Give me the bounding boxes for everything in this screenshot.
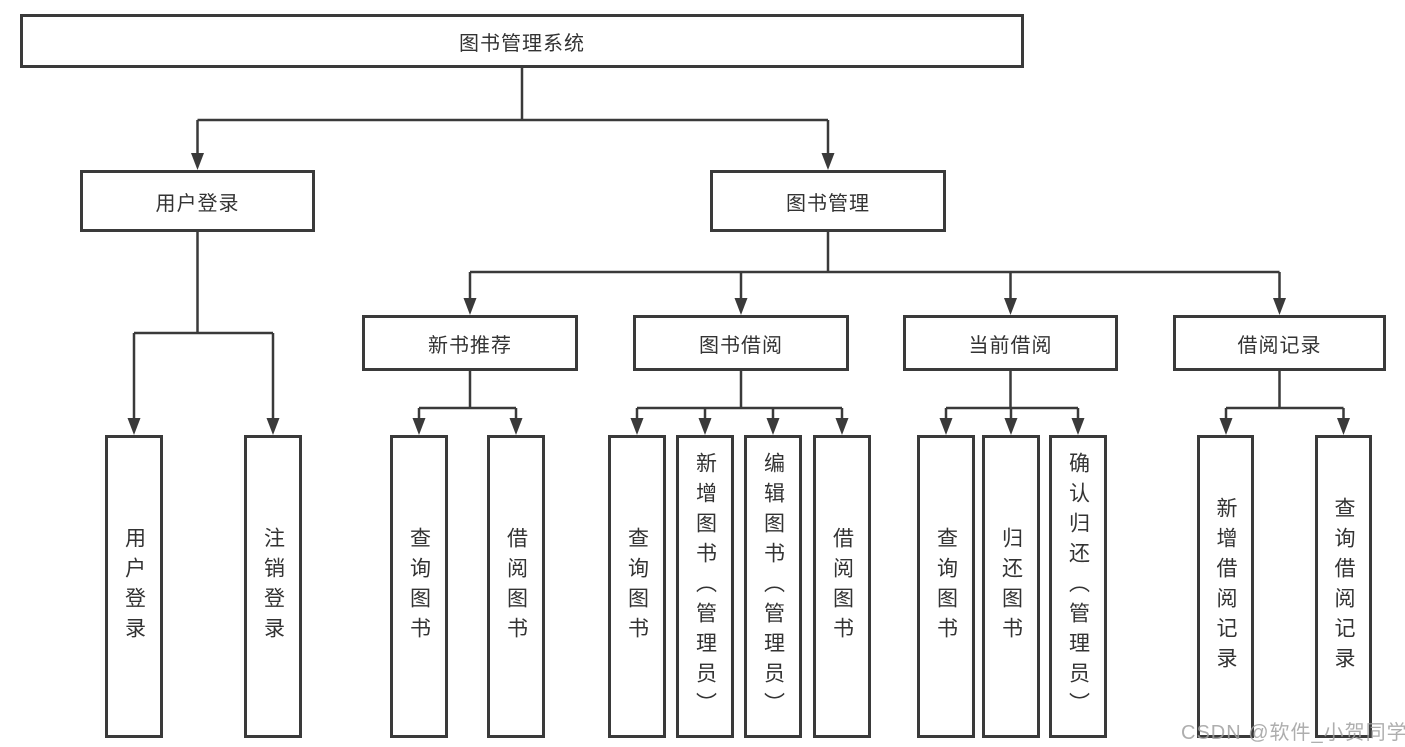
leaf-nb-borrow-books-label: 借阅图书 xyxy=(504,526,528,647)
leaf-br-add-record: 新增借阅记录 xyxy=(1197,435,1254,738)
leaf-cb-return-books-label: 归还图书 xyxy=(999,526,1023,647)
connector-root-to-branches xyxy=(191,68,835,170)
node-book-borrow: 图书借阅 xyxy=(633,315,849,371)
connector-book-management-to-modules xyxy=(463,232,1286,315)
node-new-book-recommend: 新书推荐 xyxy=(362,315,578,371)
node-root-system: 图书管理系统 xyxy=(20,14,1024,68)
leaf-bb-borrow-books: 借阅图书 xyxy=(813,435,871,738)
leaf-logout-label: 注销登录 xyxy=(261,526,285,647)
connector-user-login-to-leaves xyxy=(127,232,280,435)
leaf-user-login: 用户登录 xyxy=(105,435,163,738)
node-book-management: 图书管理 xyxy=(710,170,946,232)
leaf-nb-query-books-label: 查询图书 xyxy=(407,526,431,647)
leaf-nb-query-books: 查询图书 xyxy=(390,435,448,738)
leaf-user-login-label: 用户登录 xyxy=(122,526,146,647)
leaf-br-add-record-label: 新增借阅记录 xyxy=(1214,496,1237,677)
leaf-cb-query-books-label: 查询图书 xyxy=(934,526,958,647)
node-borrow-records: 借阅记录 xyxy=(1173,315,1386,371)
csdn-watermark: CSDN @软件_小贺同学 xyxy=(1181,722,1405,744)
leaf-bb-edit-books-admin-label: 编辑图书（管理员） xyxy=(761,451,785,722)
leaf-bb-borrow-books-label: 借阅图书 xyxy=(830,526,854,647)
leaf-br-query-record: 查询借阅记录 xyxy=(1315,435,1372,738)
leaf-cb-confirm-return-admin-label: 确认归还（管理员） xyxy=(1066,451,1090,722)
leaf-logout: 注销登录 xyxy=(244,435,302,738)
leaf-bb-query-books-label: 查询图书 xyxy=(625,526,649,647)
node-current-borrow: 当前借阅 xyxy=(903,315,1118,371)
connector-new-book-to-leaves xyxy=(412,371,523,435)
node-user-login: 用户登录 xyxy=(80,170,315,232)
leaf-nb-borrow-books: 借阅图书 xyxy=(487,435,545,738)
leaf-bb-add-books-admin: 新增图书（管理员） xyxy=(676,435,734,738)
leaf-bb-edit-books-admin: 编辑图书（管理员） xyxy=(744,435,802,738)
leaf-bb-add-books-admin-label: 新增图书（管理员） xyxy=(693,451,717,722)
leaf-cb-query-books: 查询图书 xyxy=(917,435,975,738)
leaf-br-query-record-label: 查询借阅记录 xyxy=(1332,496,1355,677)
leaf-cb-confirm-return-admin: 确认归还（管理员） xyxy=(1049,435,1107,738)
connector-current-borrow-to-leaves xyxy=(939,371,1085,435)
leaf-cb-return-books: 归还图书 xyxy=(982,435,1040,738)
connector-borrow-records-to-leaves xyxy=(1219,371,1350,435)
leaf-bb-query-books: 查询图书 xyxy=(608,435,666,738)
connector-book-borrow-to-leaves xyxy=(630,371,849,435)
